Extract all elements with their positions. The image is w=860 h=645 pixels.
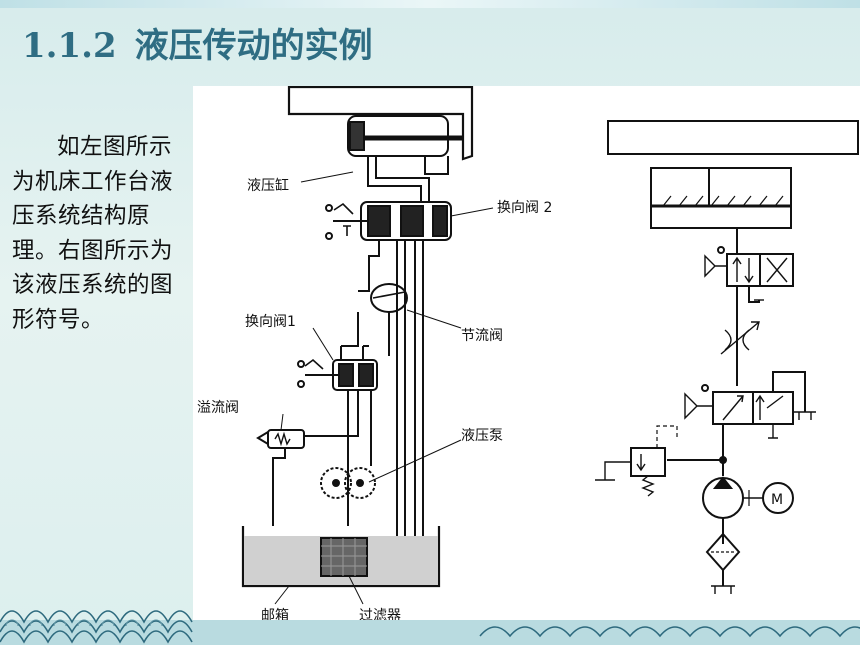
pump-gear-left bbox=[320, 467, 352, 499]
structural-diagram bbox=[241, 86, 494, 605]
pump-gear-right bbox=[344, 467, 376, 499]
cylinder-piston bbox=[349, 121, 365, 151]
valve2-spool-2 bbox=[400, 205, 424, 237]
label-valve1: 换向阀1 bbox=[245, 313, 296, 330]
description-paragraph: 如左图所示为机床工作台液压系统结构原理。右图所示为该液压系统的图形符号。 bbox=[12, 134, 174, 333]
hydraulic-figure: 液压缸 换向阀 2 节流阀 换向阀1 溢流阀 液压泵 邮箱 过滤器 M bbox=[193, 86, 860, 625]
label-cylinder: 液压缸 bbox=[247, 177, 289, 194]
valve2-spool-3 bbox=[432, 205, 448, 237]
slide-title: 1.1.2 液压传动的实例 bbox=[22, 18, 373, 74]
label-throttle: 节流阀 bbox=[461, 328, 503, 344]
title-text: 液压传动的实例 bbox=[134, 26, 373, 66]
label-relief: 溢流阀 bbox=[197, 400, 239, 416]
oil-filter bbox=[320, 537, 368, 577]
valve1-spool-2 bbox=[358, 363, 374, 387]
label-valve2: 换向阀 2 bbox=[497, 199, 552, 216]
symbol-diagram bbox=[595, 120, 859, 594]
top-accent-bar bbox=[0, 0, 860, 8]
label-pump: 液压泵 bbox=[461, 428, 503, 444]
cylinder-symbol bbox=[650, 167, 792, 229]
worktable-left bbox=[287, 86, 474, 161]
worktable-right bbox=[607, 120, 859, 155]
label-motor: M bbox=[771, 492, 783, 508]
section-number: 1.1.2 bbox=[22, 26, 117, 66]
relief-valve-symbol bbox=[630, 447, 666, 477]
valve1-spool-1 bbox=[338, 363, 354, 387]
decorative-wave-band bbox=[0, 610, 860, 645]
motor-symbol bbox=[762, 482, 794, 514]
valve2-spool-1 bbox=[367, 205, 391, 237]
oil-tank bbox=[241, 526, 441, 588]
